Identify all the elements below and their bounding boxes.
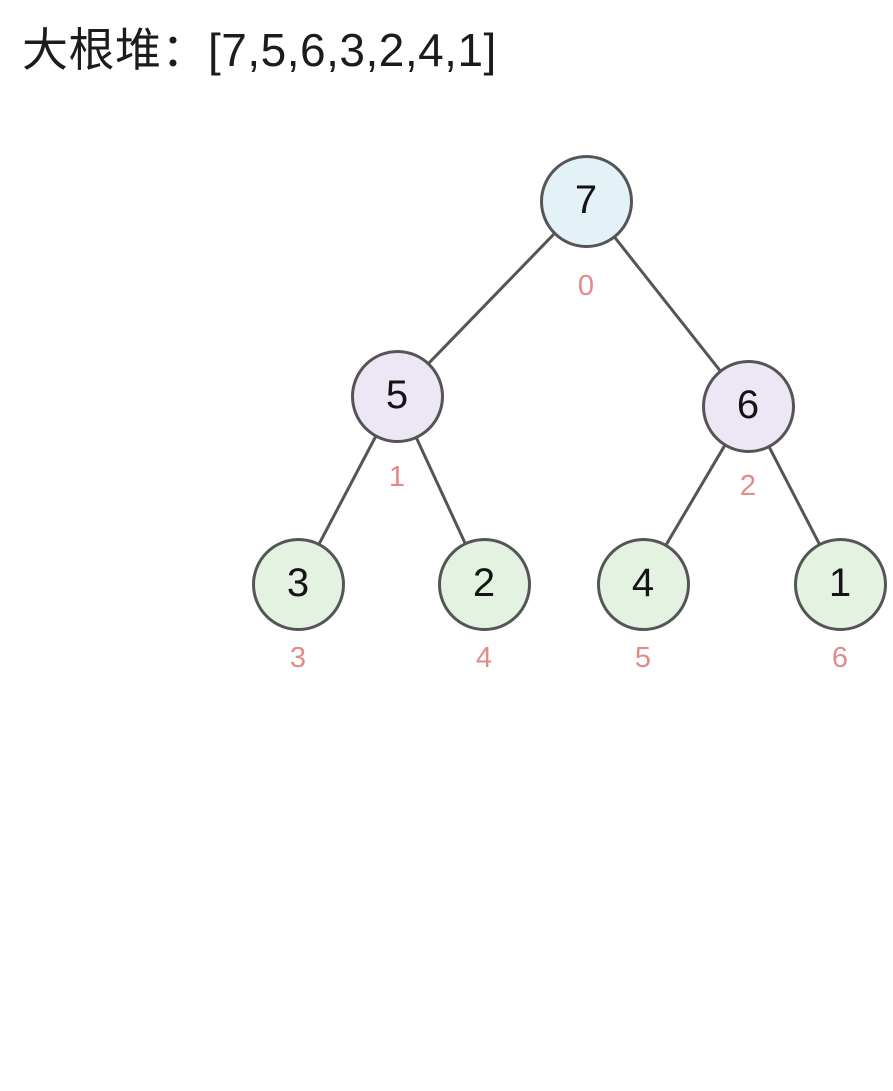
node-index-label-5: 5 [634, 642, 652, 674]
node-value-label: 1 [828, 561, 852, 605]
tree-node-0[interactable]: 7 [539, 154, 633, 248]
page-title: 大根堆：[7,5,6,3,2,4,1] [22, 24, 497, 76]
node-value-label: 6 [736, 383, 760, 427]
node-index-label-6: 6 [831, 642, 849, 674]
node-value-label: 4 [631, 561, 655, 605]
node-index-label-3: 3 [289, 642, 307, 674]
tree-edge [612, 235, 722, 372]
tree-node-1[interactable]: 5 [350, 349, 444, 443]
tree-node-6[interactable]: 1 [793, 537, 887, 631]
tree-node-2[interactable]: 6 [701, 359, 795, 453]
node-value-label: 3 [286, 561, 310, 605]
node-index-label-4: 4 [475, 642, 493, 674]
tree-node-5[interactable]: 4 [596, 537, 690, 631]
node-value-label: 5 [385, 373, 409, 417]
tree-node-3[interactable]: 3 [251, 537, 345, 631]
node-index-label-0: 0 [577, 270, 595, 302]
node-index-label-1: 1 [388, 461, 406, 493]
node-index-label-2: 2 [739, 470, 757, 502]
node-value-label: 7 [574, 178, 598, 222]
node-value-label: 2 [472, 561, 496, 605]
tree-node-4[interactable]: 2 [437, 537, 531, 631]
